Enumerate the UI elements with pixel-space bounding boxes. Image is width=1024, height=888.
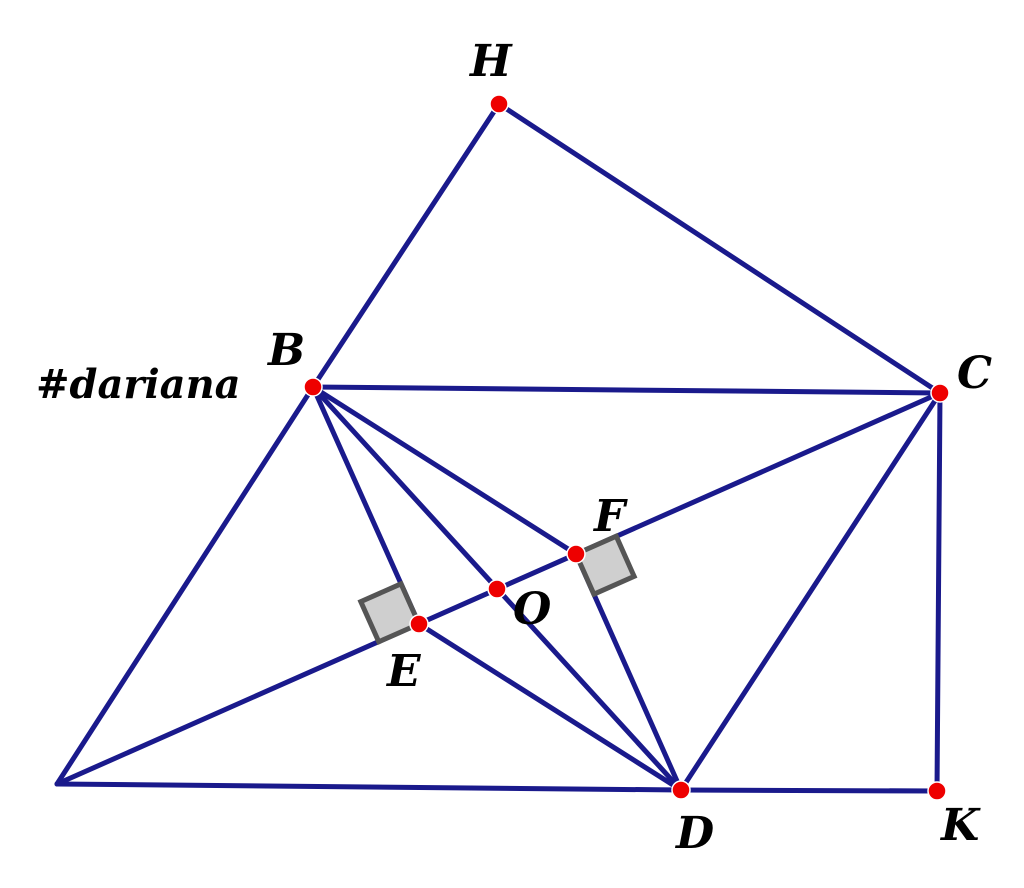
watermark-text: #dariana	[36, 361, 241, 408]
label-d: D	[674, 808, 714, 859]
point-c	[930, 383, 950, 403]
right-angle-marks-layer	[357, 532, 638, 646]
labels-layer: H B C FO E D K	[266, 36, 992, 859]
point-e	[409, 614, 429, 634]
segment-bf	[310, 384, 579, 557]
point-h	[489, 94, 509, 114]
label-h: H	[468, 36, 513, 87]
segment-ed	[416, 621, 684, 793]
right-angle-mark-e	[357, 580, 423, 646]
segment-dk	[678, 787, 940, 794]
point-o	[487, 579, 507, 599]
point-d	[671, 780, 691, 800]
point-b	[303, 377, 323, 397]
segments-layer	[54, 101, 943, 794]
label-e: E	[385, 646, 422, 697]
label-f: F	[592, 491, 628, 542]
segment-ck	[934, 390, 943, 794]
segment-ab	[54, 384, 316, 787]
segment-hc	[496, 101, 943, 396]
points-layer	[303, 94, 950, 801]
segment-bh	[310, 101, 502, 390]
label-b: B	[266, 325, 305, 376]
point-k	[927, 781, 947, 801]
label-k: K	[939, 800, 981, 851]
point-f	[566, 544, 586, 564]
right-angle-mark-f	[572, 532, 638, 598]
segment-bc	[310, 384, 943, 396]
segment-ad	[54, 781, 684, 793]
label-c: C	[957, 348, 992, 399]
label-o: O	[513, 584, 551, 635]
segment-cd	[678, 390, 943, 793]
